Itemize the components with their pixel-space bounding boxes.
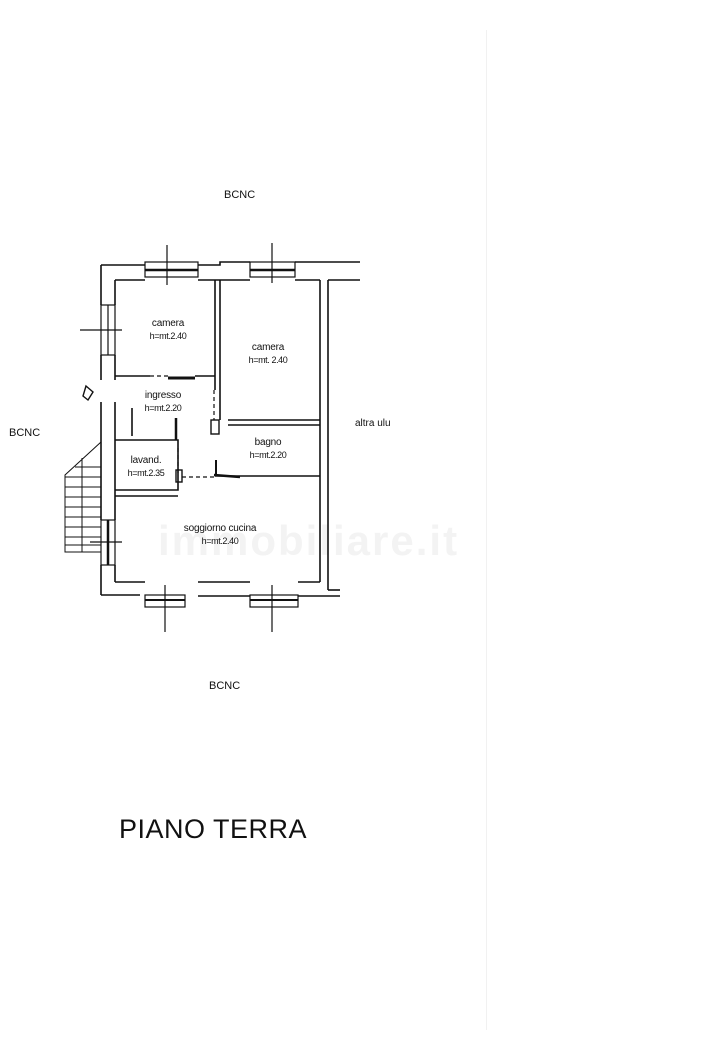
label-bcnc-left: BCNC <box>9 427 41 439</box>
room-height: h=mt.2.40 <box>149 331 187 341</box>
label-adjacent-unit: altra ulu <box>355 418 391 429</box>
room-name: camera <box>251 342 285 353</box>
room-soggiorno-cucina: soggiorno cucina h=mt.2.40 <box>165 523 275 547</box>
room-camera-1: camera h=mt.2.40 <box>128 318 208 342</box>
label-bcnc-bottom: BCNC <box>209 680 241 692</box>
room-camera-2: camera h=mt. 2.40 <box>228 342 308 366</box>
label-bcnc-top: BCNC <box>224 189 256 201</box>
room-name: bagno <box>254 437 282 448</box>
entrance-arrow-icon <box>82 384 94 402</box>
room-ingresso: ingresso h=mt.2.20 <box>128 390 198 414</box>
room-height: h=mt.2.20 <box>249 450 287 460</box>
room-height: h=mt.2.35 <box>127 468 165 478</box>
watermark: immobiliare.it <box>158 517 460 564</box>
room-name: lavand. <box>130 455 162 466</box>
room-height: h=mt. 2.40 <box>248 355 288 365</box>
room-name: ingresso <box>144 390 182 401</box>
plan-title: PIANO TERRA <box>119 814 308 844</box>
room-name: camera <box>151 318 185 329</box>
room-height: h=mt.2.40 <box>201 536 239 546</box>
room-lavanderia: lavand. h=mt.2.35 <box>116 455 176 479</box>
room-name: soggiorno cucina <box>183 523 257 534</box>
room-height: h=mt.2.20 <box>144 403 182 413</box>
page-edge <box>486 30 487 1030</box>
room-bagno: bagno h=mt.2.20 <box>228 437 308 461</box>
